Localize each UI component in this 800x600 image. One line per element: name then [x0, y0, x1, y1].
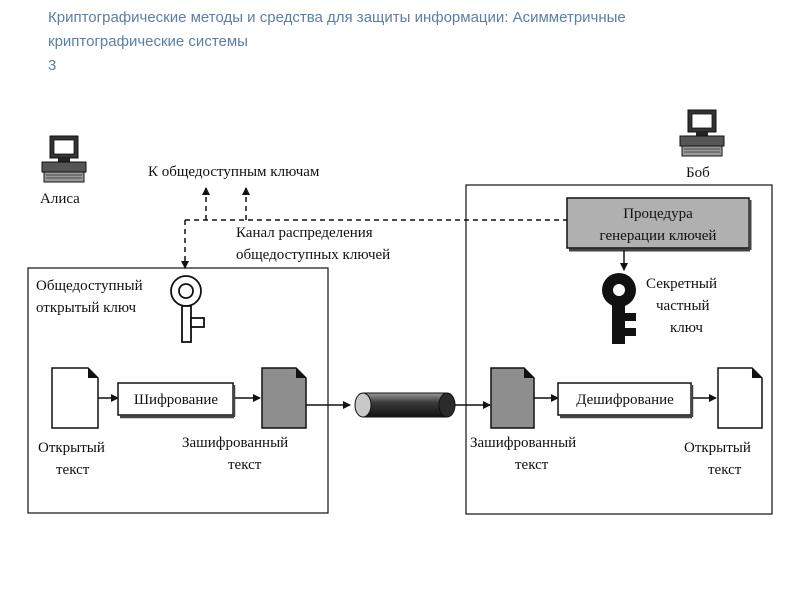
decrypt-label: Дешифрование	[576, 392, 674, 408]
bob-label: Боб	[686, 165, 710, 181]
slide-title-line2: криптографические системы	[48, 33, 248, 50]
alice-ciphertext-label-line2: текст	[228, 457, 262, 473]
public-key-icon	[170, 275, 205, 343]
bob-computer-icon	[679, 109, 725, 157]
page-number: 3	[48, 57, 57, 74]
alice-plaintext-label-line2: текст	[56, 462, 90, 478]
keygen-label-line2: генерации ключей	[600, 228, 717, 244]
alice-plaintext-document-icon	[51, 367, 99, 429]
slide-header: Криптографические методы и средства для …	[48, 6, 768, 78]
alice-ciphertext-document-icon	[261, 367, 307, 429]
bob-box	[465, 184, 773, 515]
secret-key-icon	[602, 273, 636, 344]
public-key-label-line2: открытый ключ	[36, 300, 137, 316]
bob-plaintext-label-line2: текст	[708, 462, 742, 478]
channel-label-line1: Канал распределения	[236, 225, 373, 241]
alice-ciphertext-label-line1: Зашифрованный	[182, 435, 288, 451]
keygen-label-line1: Процедура	[623, 206, 693, 222]
alice-label: Алиса	[40, 191, 80, 207]
encrypt-box	[117, 382, 236, 419]
bob-ciphertext-document-icon	[490, 367, 535, 429]
bob-plaintext-label-line1: Открытый	[684, 440, 751, 456]
alice-computer-icon	[41, 135, 87, 183]
decrypt-box	[557, 382, 694, 419]
secret-key-label-line3: ключ	[670, 320, 703, 336]
transmission-pipe-icon	[354, 392, 456, 418]
alice-plaintext-label-line1: Открытый	[38, 440, 105, 456]
public-key-channel	[181, 187, 567, 269]
bob-ciphertext-label-line2: текст	[515, 457, 549, 473]
to-public-keys-label: К общедоступным ключам	[148, 164, 320, 180]
encrypt-label: Шифрование	[134, 392, 218, 408]
secret-key-label-line2: частный	[656, 298, 710, 314]
keygen-box	[566, 197, 752, 252]
channel-label-line2: общедоступных ключей	[236, 247, 390, 263]
bob-ciphertext-label-line1: Зашифрованный	[470, 435, 576, 451]
alice-box	[27, 267, 329, 514]
bob-plaintext-document-icon	[717, 367, 763, 429]
slide-title-line1: Криптографические методы и средства для …	[48, 9, 626, 26]
public-key-label-line1: Общедоступный	[36, 278, 143, 294]
secret-key-label-line1: Секретный	[646, 276, 717, 292]
